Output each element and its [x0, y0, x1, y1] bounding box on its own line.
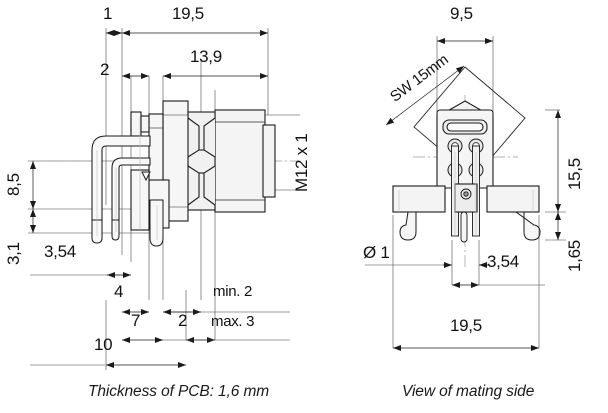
- caption-view-of-mating-side: View of mating side: [402, 383, 535, 400]
- dim-label-max-3: max. 3: [211, 313, 255, 330]
- connector-side-view: [48, 100, 300, 247]
- dim-label-9-5: 9,5: [450, 4, 473, 23]
- connector-mating-view: [392, 66, 541, 270]
- dim-label-2-bottom: 2: [178, 311, 188, 330]
- dim-label-19-5-bottom: 19,5: [450, 316, 482, 335]
- dim-label-19-5-top: 19,5: [172, 4, 204, 23]
- dim-label-1-65: 1,65: [565, 240, 584, 272]
- dim-label-8-5: 8,5: [4, 173, 23, 196]
- dim-label-3-54-right: 3,54: [487, 252, 519, 271]
- dim-label-4: 4: [114, 282, 124, 301]
- dim-label-1: 1: [103, 4, 113, 23]
- dim-label-3-54-left: 3,54: [44, 242, 76, 261]
- dim-label-13-9: 13,9: [190, 47, 222, 66]
- dim-label-7: 7: [131, 311, 141, 330]
- dim-label-10: 10: [94, 335, 113, 354]
- dim-label-15-5: 15,5: [565, 158, 584, 190]
- dim-label-min-2: min. 2: [213, 283, 253, 300]
- dim-label-m12x1: M12 x 1: [292, 133, 311, 192]
- caption-thickness-of-pcb: Thickness of PCB: 1,6 mm: [88, 383, 270, 400]
- dimension-network-right: [365, 36, 566, 351]
- dim-label-diameter-1: Ø 1: [363, 243, 390, 262]
- dim-label-2-top: 2: [100, 60, 110, 79]
- dim-label-3-1: 3,1: [4, 242, 23, 265]
